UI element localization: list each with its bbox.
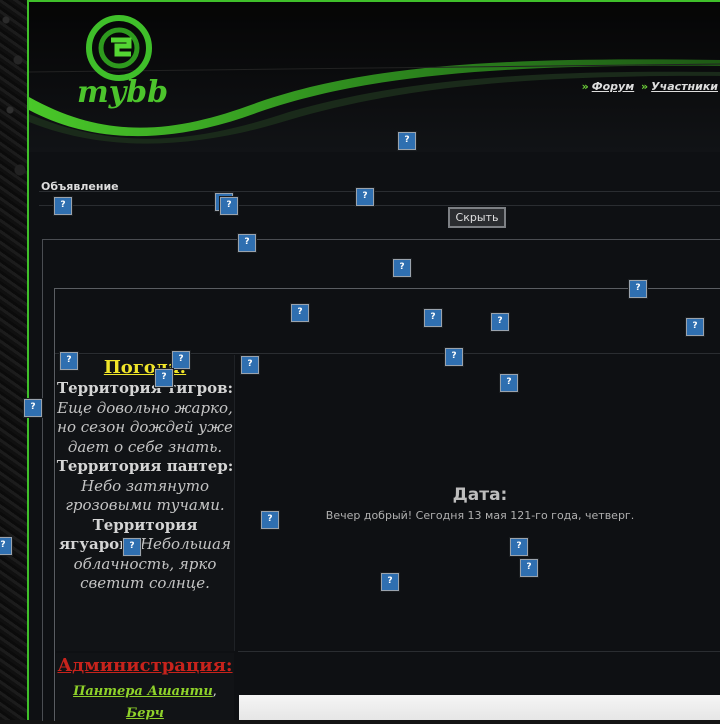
broken-image-icon: ?: [0, 536, 13, 556]
broken-image-icon: ?: [380, 572, 400, 592]
broken-image-icon: ?: [219, 196, 239, 216]
content-box-outer: [42, 239, 720, 721]
region-text: Небольшая облачность, ярко светит солнце…: [73, 535, 231, 592]
content-box-inner: [54, 288, 720, 721]
left-texture-strip: [0, 0, 28, 720]
broken-image-icon: ?: [355, 187, 375, 207]
separator: ,: [212, 684, 217, 699]
breadcrumb-nav: »Форум »Участники: [579, 80, 718, 93]
broken-image-icon: ?: [628, 279, 648, 299]
main-column: Дата: Вечер добрый! Сегодня 13 мая 121-г…: [238, 355, 720, 651]
weather-region: Территория ягуаров: Небольшая облачность…: [56, 516, 234, 594]
admin-member-link[interactable]: Берч: [126, 706, 164, 721]
site-header: mybb »Форум »Участники: [29, 0, 720, 152]
nav-separator: »: [641, 80, 649, 93]
weather-region: Территория пантер: Небо затянуто грозовы…: [56, 457, 234, 516]
region-name: Территория тигров:: [56, 379, 234, 397]
admin-member-link[interactable]: Пантера Ашанти: [73, 684, 213, 699]
broken-image-icon: ?: [509, 537, 529, 557]
nav-link-forum[interactable]: Форум: [591, 80, 635, 93]
image-strip: [239, 695, 720, 720]
weather-title: Погода:: [103, 357, 187, 378]
announcement-title: Объявление: [41, 180, 119, 193]
broken-image-icon: ?: [59, 351, 79, 371]
broken-image-icon: ?: [122, 537, 142, 557]
svg-text:mybb: mybb: [77, 75, 168, 110]
divider: [39, 205, 720, 206]
broken-image-icon: ?: [154, 368, 174, 388]
broken-image-icon: ?: [171, 350, 191, 370]
nav-link-members[interactable]: Участники: [651, 80, 718, 93]
date-title: Дата:: [452, 485, 508, 505]
broken-image-icon: ?: [444, 347, 464, 367]
broken-image-icon: ?: [519, 558, 539, 578]
broken-image-icon: ?: [392, 258, 412, 278]
hide-button[interactable]: Скрыть: [448, 207, 506, 228]
region-name: Территория пантер:: [56, 457, 234, 475]
page-frame: mybb »Форум »Участники Объявление Скрыть…: [27, 0, 720, 721]
broken-image-icon: ?: [423, 308, 443, 328]
divider: [55, 353, 720, 354]
divider: [39, 191, 720, 192]
broken-image-icon: ?: [237, 233, 257, 253]
broken-image-icon: ?: [397, 131, 417, 151]
broken-image-icon: ?: [685, 317, 705, 337]
broken-image-icon: ?: [260, 510, 280, 530]
weather-region: Территория тигров: Еще довольно жарко, н…: [56, 379, 234, 457]
broken-image-icon: ?: [53, 196, 73, 216]
divider: [238, 651, 720, 652]
admin-title: Администрация:: [57, 655, 233, 676]
region-name: Территория ягуаров:: [59, 515, 198, 554]
broken-image-icon: ?: [290, 303, 310, 323]
broken-image-icon: ?: [240, 355, 260, 375]
broken-image-icon: ?: [23, 398, 43, 418]
weather-panel: Погода: Территория тигров: Еще довольно …: [56, 355, 235, 651]
date-text: Вечер добрый! Сегодня 13 мая 121-го года…: [325, 509, 635, 522]
header-swoosh: [29, 59, 720, 144]
broken-image-icon: ?: [490, 312, 510, 332]
nav-separator: »: [581, 80, 589, 93]
mybb-logo[interactable]: mybb: [69, 10, 179, 110]
region-text: Еще довольно жарко, но сезон дождей уже …: [57, 398, 233, 456]
admin-panel: Администрация: Пантера Ашанти, Берч: [56, 653, 234, 721]
region-text: Небо затянуто грозовыми тучами.: [65, 476, 225, 515]
broken-image-icon: ?: [499, 373, 519, 393]
